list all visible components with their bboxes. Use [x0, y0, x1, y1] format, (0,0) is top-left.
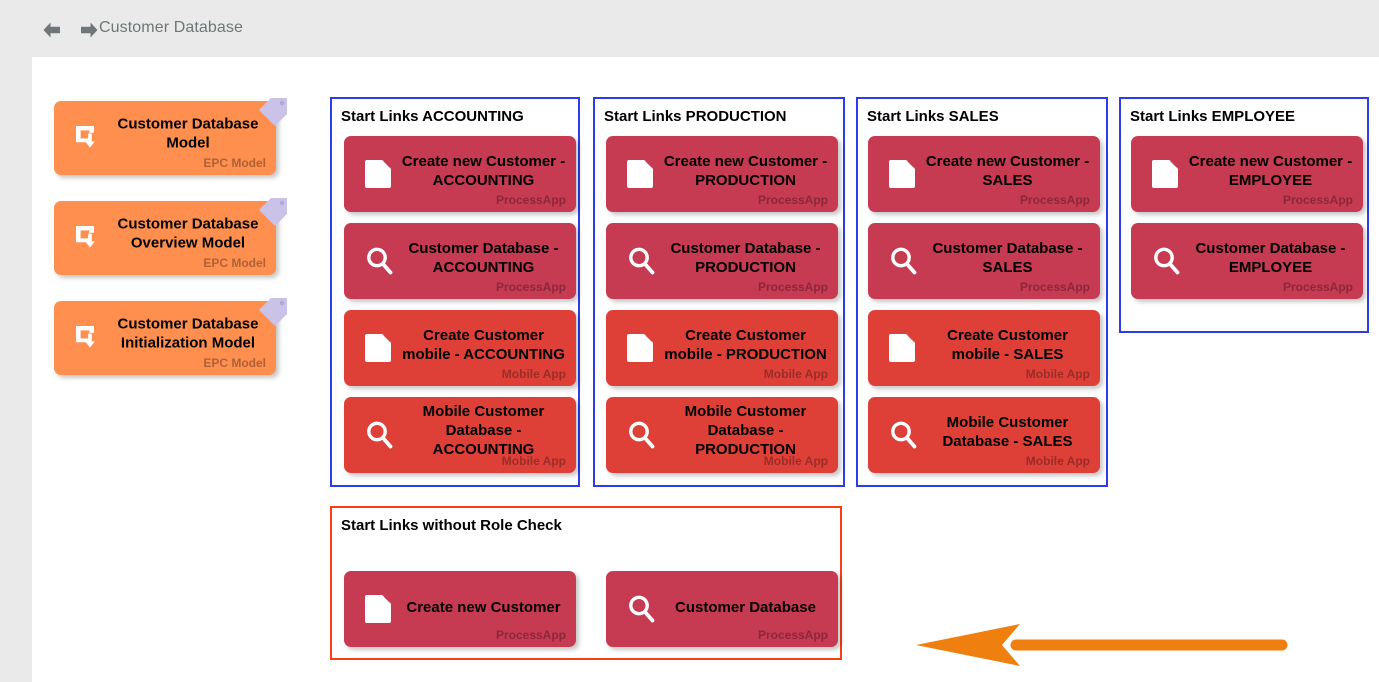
card-type-label: Mobile App [763, 367, 828, 381]
epc-model-icon [72, 221, 106, 255]
panel-title: Start Links SALES [867, 108, 999, 125]
card-title: Customer Database - EMPLOYEE [1195, 239, 1346, 276]
card-title: Customer Database Overview Model [117, 215, 259, 252]
search-icon [886, 244, 920, 278]
search-icon [624, 418, 658, 452]
start-link-card[interactable]: Customer Database - SALES ProcessApp [868, 223, 1100, 299]
card-type-label: Mobile App [1025, 367, 1090, 381]
card-title: Customer Database - PRODUCTION [670, 239, 821, 276]
search-icon [624, 244, 658, 278]
start-link-card[interactable]: Create new Customer - SALES ProcessApp [868, 136, 1100, 212]
card-type-label: ProcessApp [1282, 193, 1353, 207]
card-title: Customer Database Model [117, 115, 259, 152]
card-title: Create new Customer - EMPLOYEE [1188, 152, 1353, 189]
orange-left-arrow-annotation [916, 623, 1288, 667]
card-title: Create new Customer - PRODUCTION [663, 152, 828, 189]
card-type-label: EPC Model [203, 156, 266, 170]
start-link-card[interactable]: Customer Database - PRODUCTION ProcessApp [606, 223, 838, 299]
card-type-label: ProcessApp [1282, 280, 1353, 294]
card-type-label: Mobile App [1025, 454, 1090, 468]
start-link-card[interactable]: Customer Database - ACCOUNTING ProcessApp [344, 223, 576, 299]
card-title: Create Customer mobile - PRODUCTION [664, 326, 827, 363]
card-type-label: EPC Model [203, 356, 266, 370]
card-type-label: ProcessApp [495, 628, 566, 642]
card-type-label: EPC Model [203, 256, 266, 270]
start-link-card[interactable]: Create Customer mobile - ACCOUNTING Mobil… [344, 310, 576, 386]
search-icon [362, 244, 396, 278]
card-title: Create Customer mobile - SALES [947, 326, 1068, 363]
search-icon [362, 418, 396, 452]
search-icon [886, 418, 920, 452]
epc-model-icon [72, 321, 106, 355]
card-title: Create new Customer - ACCOUNTING [401, 152, 566, 189]
card-title: Customer Database - ACCOUNTING [408, 239, 559, 276]
card-type-label: ProcessApp [1019, 193, 1090, 207]
start-link-card[interactable]: Mobile Customer Database - SALES Mobile A… [868, 397, 1100, 473]
document-icon [362, 157, 396, 191]
document-icon [362, 592, 396, 626]
document-icon [362, 331, 396, 365]
arrow-left-icon[interactable] [40, 18, 64, 42]
arrow-right-icon[interactable] [77, 18, 101, 42]
start-links-panel: Start Links ACCOUNTING Create new Custome… [330, 97, 580, 487]
panel-title: Start Links EMPLOYEE [1130, 108, 1296, 125]
start-link-card[interactable]: Create new Customer - ACCOUNTING ProcessA… [344, 136, 576, 212]
card-type-label: Mobile App [501, 454, 566, 468]
start-link-card[interactable]: Create Customer mobile - SALES Mobile App [868, 310, 1100, 386]
epc-model-icon [72, 121, 106, 155]
card-type-label: ProcessApp [757, 628, 828, 642]
document-icon [886, 331, 920, 365]
card-title: Create new Customer [406, 598, 561, 616]
document-icon [1149, 157, 1183, 191]
card-type-label: Mobile App [501, 367, 566, 381]
start-link-card[interactable]: Create new Customer - EMPLOYEE ProcessApp [1131, 136, 1363, 212]
start-link-card[interactable]: Create new Customer - PRODUCTION ProcessA… [606, 136, 838, 212]
tag-corner-icon [257, 296, 289, 328]
card-title: Customer Database [675, 598, 816, 616]
app-header: Customer Database [0, 0, 1379, 57]
start-links-panel: Start Links EMPLOYEE Create new Customer … [1119, 97, 1369, 333]
document-icon [886, 157, 920, 191]
navigation-arrows [40, 18, 101, 42]
card-title: Create new Customer - SALES [925, 152, 1090, 189]
start-link-card[interactable]: Create Customer mobile - PRODUCTION Mobil… [606, 310, 838, 386]
search-icon [1149, 244, 1183, 278]
search-icon [624, 592, 658, 626]
card-title: Create Customer mobile - ACCOUNTING [402, 326, 565, 363]
card-type-label: ProcessApp [1019, 280, 1090, 294]
card-title: Mobile Customer Database - PRODUCTION [684, 402, 807, 458]
document-icon [624, 157, 658, 191]
tag-corner-icon [257, 96, 289, 128]
card-title: Mobile Customer Database - SALES [942, 413, 1073, 450]
card-type-label: ProcessApp [757, 193, 828, 207]
start-links-panel: Start Links SALES Create new Customer - S… [856, 97, 1108, 487]
panel-title: Start Links PRODUCTION [604, 108, 787, 125]
panel-title: Start Links ACCOUNTING [341, 108, 524, 125]
card-title: Mobile Customer Database - ACCOUNTING [422, 402, 545, 458]
start-link-card[interactable]: Customer Database - EMPLOYEE ProcessApp [1131, 223, 1363, 299]
start-links-panel: Start Links PRODUCTION Create new Custome… [593, 97, 845, 487]
tag-corner-icon [257, 196, 289, 228]
card-title: Customer Database Initialization Model [117, 315, 259, 352]
card-type-label: ProcessApp [495, 193, 566, 207]
card-title: Customer Database - SALES [932, 239, 1083, 276]
breadcrumb[interactable]: Customer Database [99, 19, 243, 36]
panel-title: Start Links without Role Check [341, 517, 562, 534]
document-icon [624, 331, 658, 365]
card-type-label: ProcessApp [495, 280, 566, 294]
card-type-label: ProcessApp [757, 280, 828, 294]
card-type-label: Mobile App [763, 454, 828, 468]
